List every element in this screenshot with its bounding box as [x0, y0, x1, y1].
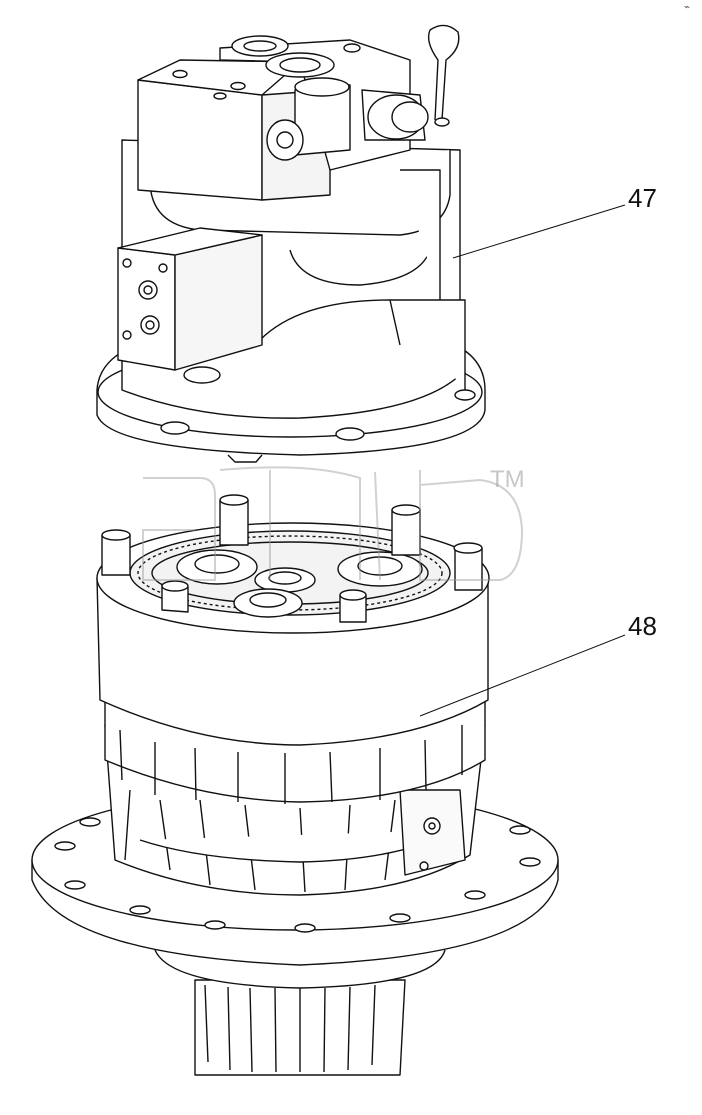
reduction-gear-part	[31, 494, 559, 1076]
leader-line-48	[419, 634, 626, 717]
leader-line-47	[452, 204, 626, 259]
watermark-trademark: TM	[490, 466, 525, 493]
callout-47[interactable]: 47	[628, 183, 657, 213]
corner-glyph: ⌁	[684, 2, 691, 13]
callout-48[interactable]: 48	[628, 611, 657, 641]
swing-motor-part	[96, 24, 486, 463]
watermark-logo	[142, 466, 524, 581]
